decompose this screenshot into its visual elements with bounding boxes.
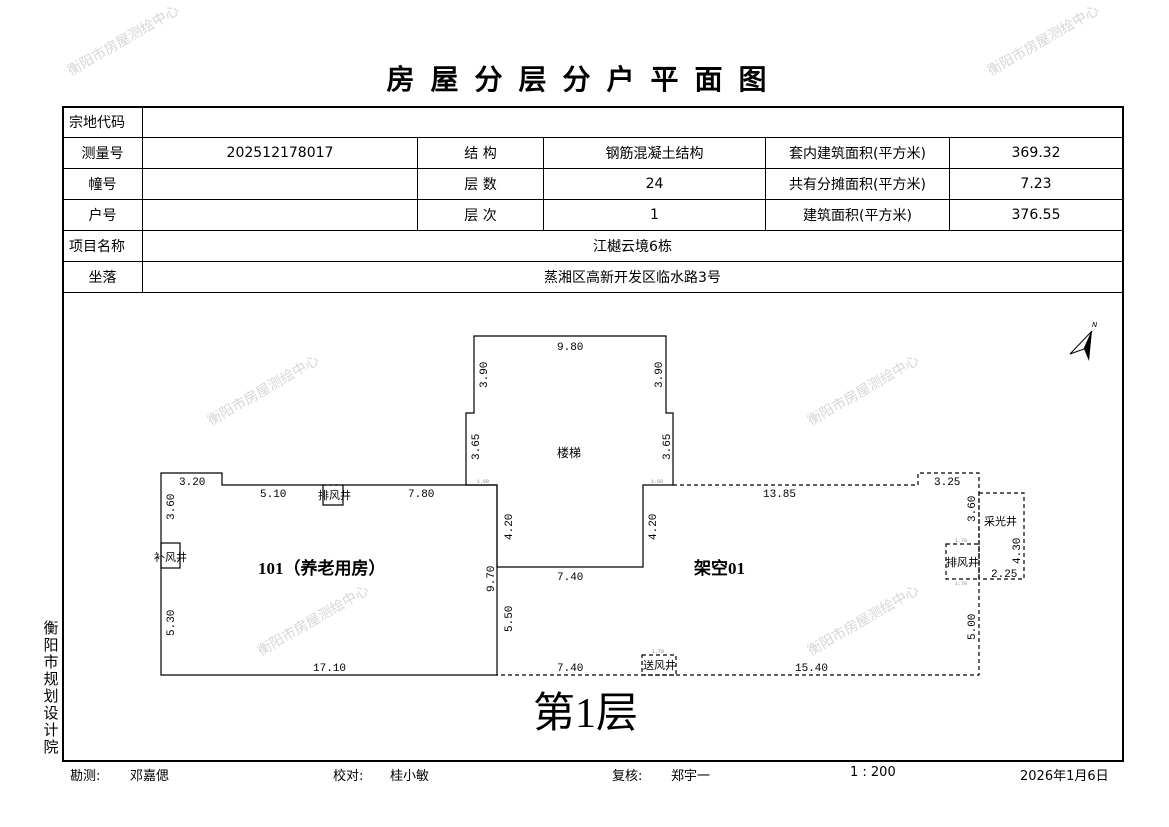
dim: 17.10: [313, 663, 346, 675]
dim: 4.20: [648, 514, 660, 540]
light-well-label: 采光井: [984, 514, 1017, 528]
survey-no-label: 测量号: [62, 137, 143, 169]
svg-text:1.70: 1.70: [652, 649, 664, 655]
supply-shaft-label: 补风井: [154, 550, 187, 564]
building-area: 376.55: [949, 199, 1123, 231]
scale: 1 : 200: [850, 765, 896, 780]
exhaust-shaft-label: 排风井: [318, 488, 351, 502]
dim: 5.10: [260, 489, 286, 501]
structure-label: 结 构: [417, 137, 544, 169]
dim: 2.25: [991, 569, 1017, 581]
air-shaft-label: 送风井: [643, 658, 676, 672]
room-101-label: 101（养老用房）: [258, 558, 386, 578]
dim: 13.85: [763, 489, 796, 501]
dim: 4.30: [1012, 538, 1024, 564]
dim: 15.40: [795, 663, 828, 675]
dim: 3.25: [934, 477, 960, 489]
building-no-label: 幢号: [62, 168, 143, 200]
unit-no-label: 户号: [62, 199, 143, 231]
surveyor: 邓嘉偲: [130, 769, 170, 784]
dim: 7.40: [557, 663, 583, 675]
dim: 5.00: [967, 614, 979, 640]
svg-text:1.60: 1.60: [651, 479, 663, 485]
project-label: 项目名称: [62, 230, 143, 262]
location: 蒸湘区高新开发区临水路3号: [142, 261, 1123, 293]
svg-text:1.70: 1.70: [955, 538, 967, 544]
location-label: 坐落: [62, 261, 143, 293]
dim: 3.65: [662, 434, 674, 460]
exhaust-shaft-2-outline: [945, 543, 980, 580]
dim: 3.20: [179, 477, 205, 489]
dim: 7.40: [557, 572, 583, 584]
dim: 9.70: [486, 566, 498, 592]
dim: 9.80: [557, 342, 583, 354]
stair-label: 楼梯: [557, 445, 581, 460]
dim: 3.65: [471, 434, 483, 460]
shared-area: 7.23: [949, 168, 1123, 200]
north-arrow: N: [1069, 321, 1098, 361]
dim: 3.90: [654, 362, 666, 388]
reviewer-label: 复核:: [612, 769, 643, 784]
svg-text:1.70: 1.70: [955, 581, 967, 587]
exhaust-shaft-outline: [322, 485, 344, 506]
page-title: 房屋分层分户平面图: [386, 63, 783, 96]
checker-label: 校对:: [333, 769, 364, 784]
dim: 3.60: [166, 494, 178, 520]
open-area-outline: [497, 472, 980, 676]
dim: 7.80: [408, 489, 434, 501]
shared-area-label: 共有分摊面积(平方米): [765, 168, 950, 200]
dim: 4.20: [504, 514, 516, 540]
building-no: [142, 168, 418, 200]
exhaust-shaft-2-label: 排风井: [946, 555, 979, 569]
reviewer: 郑宇一: [671, 769, 711, 784]
stair-outline: [465, 335, 674, 568]
dim: 3.60: [967, 496, 979, 522]
dim: 3.90: [479, 362, 491, 388]
north-label: N: [1092, 321, 1098, 329]
floors: 24: [543, 168, 766, 200]
light-well-outline: [978, 492, 1025, 580]
air-shaft-outline: [641, 654, 677, 676]
dim: 5.50: [504, 606, 516, 632]
svg-text:1.60: 1.60: [477, 479, 489, 485]
supply-shaft-outline: [160, 542, 181, 569]
surveyor-label: 勘测:: [70, 769, 101, 784]
open-area-label: 架空01: [694, 558, 745, 578]
side-org: 衡阳市规划设计院: [43, 619, 59, 756]
dim: 5.30: [166, 610, 178, 636]
inner-area: 369.32: [949, 137, 1123, 169]
floor-title: 第1层: [533, 691, 638, 737]
checker: 桂小敏: [390, 769, 430, 784]
inner-area-label: 套内建筑面积(平方米): [765, 137, 950, 169]
building-area-label: 建筑面积(平方米): [765, 199, 950, 231]
date: 2026年1月6日: [1020, 769, 1109, 784]
